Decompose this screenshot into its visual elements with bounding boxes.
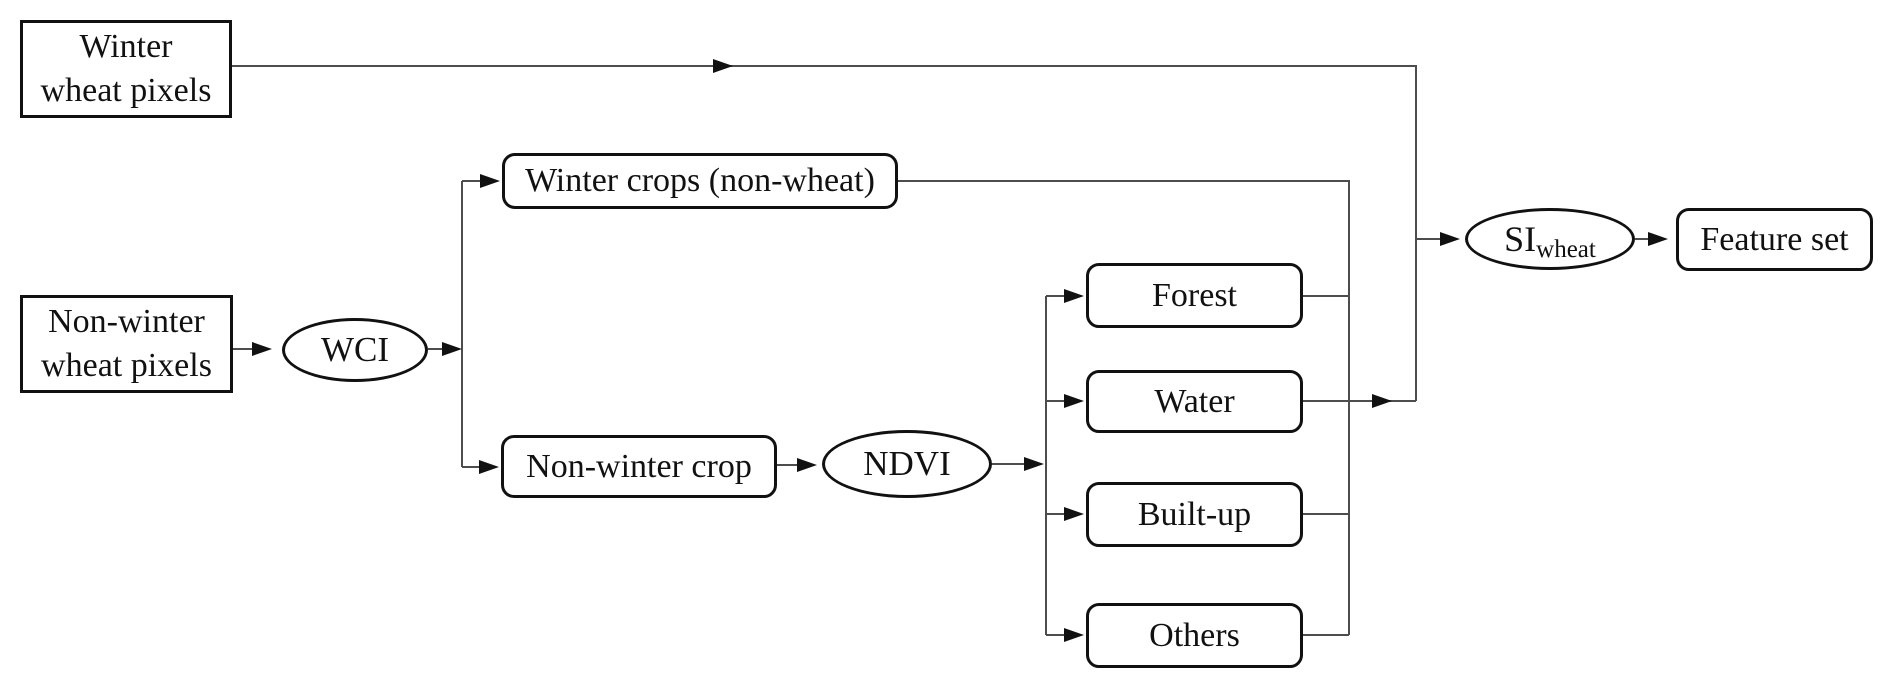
arrowhead-into-forest (1064, 289, 1084, 303)
node-label-main: SI (1504, 218, 1537, 259)
node-non-winter-crop: Non-winter crop (501, 435, 777, 498)
arrowhead-into-ndvi (797, 458, 817, 472)
node-feature-set: Feature set (1676, 208, 1873, 271)
edge-winter-wheat-to-merge (232, 65, 1417, 401)
arrowhead-into-non-winter-crop (479, 460, 499, 474)
node-ndvi: NDVI (822, 430, 992, 498)
node-others: Others (1086, 603, 1303, 668)
node-label: WCI (320, 329, 390, 369)
node-label-line: wheat pixels (40, 72, 212, 109)
arrowhead-wci-out (442, 342, 462, 356)
arrowhead-into-wci (252, 342, 272, 356)
node-label: Built-up (1137, 495, 1252, 533)
node-wci: WCI (282, 318, 428, 382)
node-label: Winter crops (non-wheat) (525, 162, 875, 200)
node-label: NDVI (863, 443, 951, 483)
node-winter-wheat-pixels: Winter wheat pixels (20, 20, 232, 118)
node-forest: Forest (1086, 263, 1303, 328)
node-water: Water (1086, 370, 1303, 433)
node-non-winter-wheat-pixels: Non-winter wheat pixels (20, 295, 233, 393)
node-label-line: Winter (79, 28, 173, 66)
node-label: Feature set (1700, 220, 1849, 258)
node-label: Forest (1152, 276, 1237, 314)
node-label-line: wheat pixels (41, 347, 212, 384)
node-winter-crops-non-wheat: Winter crops (non-wheat) (502, 153, 898, 209)
arrowhead-merge-line (1372, 394, 1392, 408)
node-label: Water (1154, 382, 1235, 420)
arrowhead-ndvi-out (1024, 457, 1044, 471)
node-label-subscript: wheat (1536, 235, 1596, 263)
arrowhead-top-line (713, 59, 733, 73)
arrowhead-into-water (1064, 394, 1084, 408)
node-label: Others (1149, 616, 1240, 654)
arrowhead-into-winter-crops (480, 174, 500, 188)
arrowhead-into-built-up (1064, 507, 1084, 521)
arrowhead-into-si (1440, 232, 1460, 246)
node-built-up: Built-up (1086, 482, 1303, 547)
node-label: Non-winter crop (526, 447, 752, 485)
arrowhead-into-others (1064, 628, 1084, 642)
arrowhead-into-feature-set (1648, 232, 1668, 246)
node-label-line: Non-winter (48, 303, 205, 341)
